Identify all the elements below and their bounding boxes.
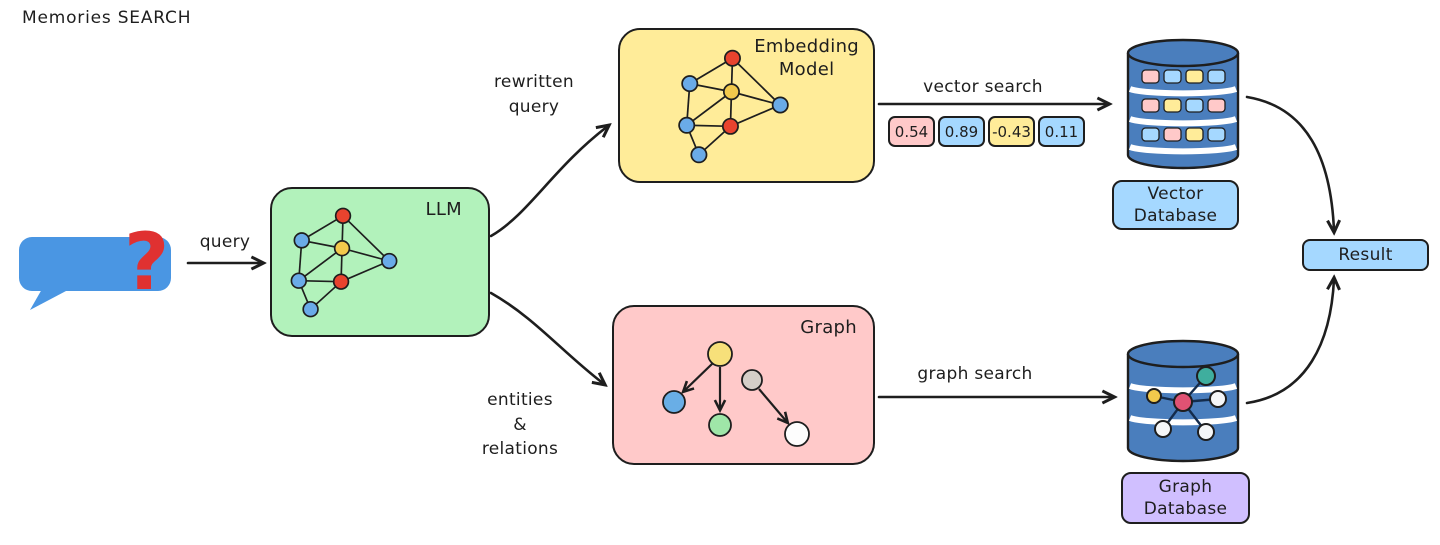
graph-database-label-line2: Database bbox=[1143, 499, 1228, 519]
entities-line2: & bbox=[513, 414, 527, 435]
vector-value-cell: 0.54 bbox=[888, 116, 935, 147]
vector-value-cell: 0.89 bbox=[938, 116, 985, 147]
graph-database-label: Graph Database bbox=[1121, 472, 1250, 524]
vector-values: 0.54 0.89 -0.43 0.11 bbox=[888, 116, 1085, 147]
rewritten-query-line2: query bbox=[508, 96, 560, 117]
vector-search-edge-label: vector search bbox=[923, 77, 1043, 97]
graph-label: Graph bbox=[800, 317, 857, 338]
entities-relations-arrow bbox=[489, 291, 604, 384]
entities-line3: relations bbox=[481, 439, 559, 460]
rewritten-query-edge-label: rewritten query bbox=[484, 70, 584, 119]
chat-bubble-icon bbox=[19, 237, 171, 310]
vector-db-to-result-arrow bbox=[1245, 95, 1334, 231]
chat-bubble: ? bbox=[18, 223, 193, 320]
page-title: Memories SEARCH bbox=[22, 8, 192, 28]
entities-line1: entities bbox=[487, 390, 553, 410]
rewritten-query-arrow bbox=[489, 126, 608, 238]
graph-database-label-line1: Graph bbox=[1158, 476, 1213, 497]
graph-database-icon bbox=[1126, 339, 1240, 463]
vector-database-icon bbox=[1126, 38, 1240, 170]
vector-database-label: Vector Database bbox=[1112, 180, 1239, 230]
embedding-model-label-line1: Embedding bbox=[754, 36, 859, 57]
vector-value-cell: -0.43 bbox=[988, 116, 1035, 147]
embedding-model-label: Embedding Model bbox=[754, 36, 859, 81]
rewritten-query-line1: rewritten bbox=[494, 72, 574, 92]
query-edge-label: query bbox=[199, 232, 251, 252]
question-mark: ? bbox=[124, 218, 170, 308]
graph-nodes-icon bbox=[662, 341, 810, 447]
graph-db-to-result-arrow bbox=[1245, 279, 1334, 405]
llm-label: LLM bbox=[425, 199, 462, 220]
entities-relations-edge-label: entities & relations bbox=[470, 388, 570, 462]
vector-database-label-line1: Vector bbox=[1147, 183, 1204, 204]
embedding-model-box: Embedding Model bbox=[618, 28, 875, 183]
neural-network-icon bbox=[678, 49, 789, 164]
embedding-model-label-line2: Model bbox=[778, 58, 835, 80]
vector-database-label-line2: Database bbox=[1133, 206, 1218, 226]
graph-box: Graph bbox=[612, 305, 875, 465]
neural-network-icon bbox=[290, 207, 398, 318]
result-box: Result bbox=[1302, 239, 1429, 271]
graph-search-edge-label: graph search bbox=[917, 364, 1033, 384]
llm-box: LLM bbox=[270, 187, 490, 337]
vector-value-cell: 0.11 bbox=[1038, 116, 1085, 147]
